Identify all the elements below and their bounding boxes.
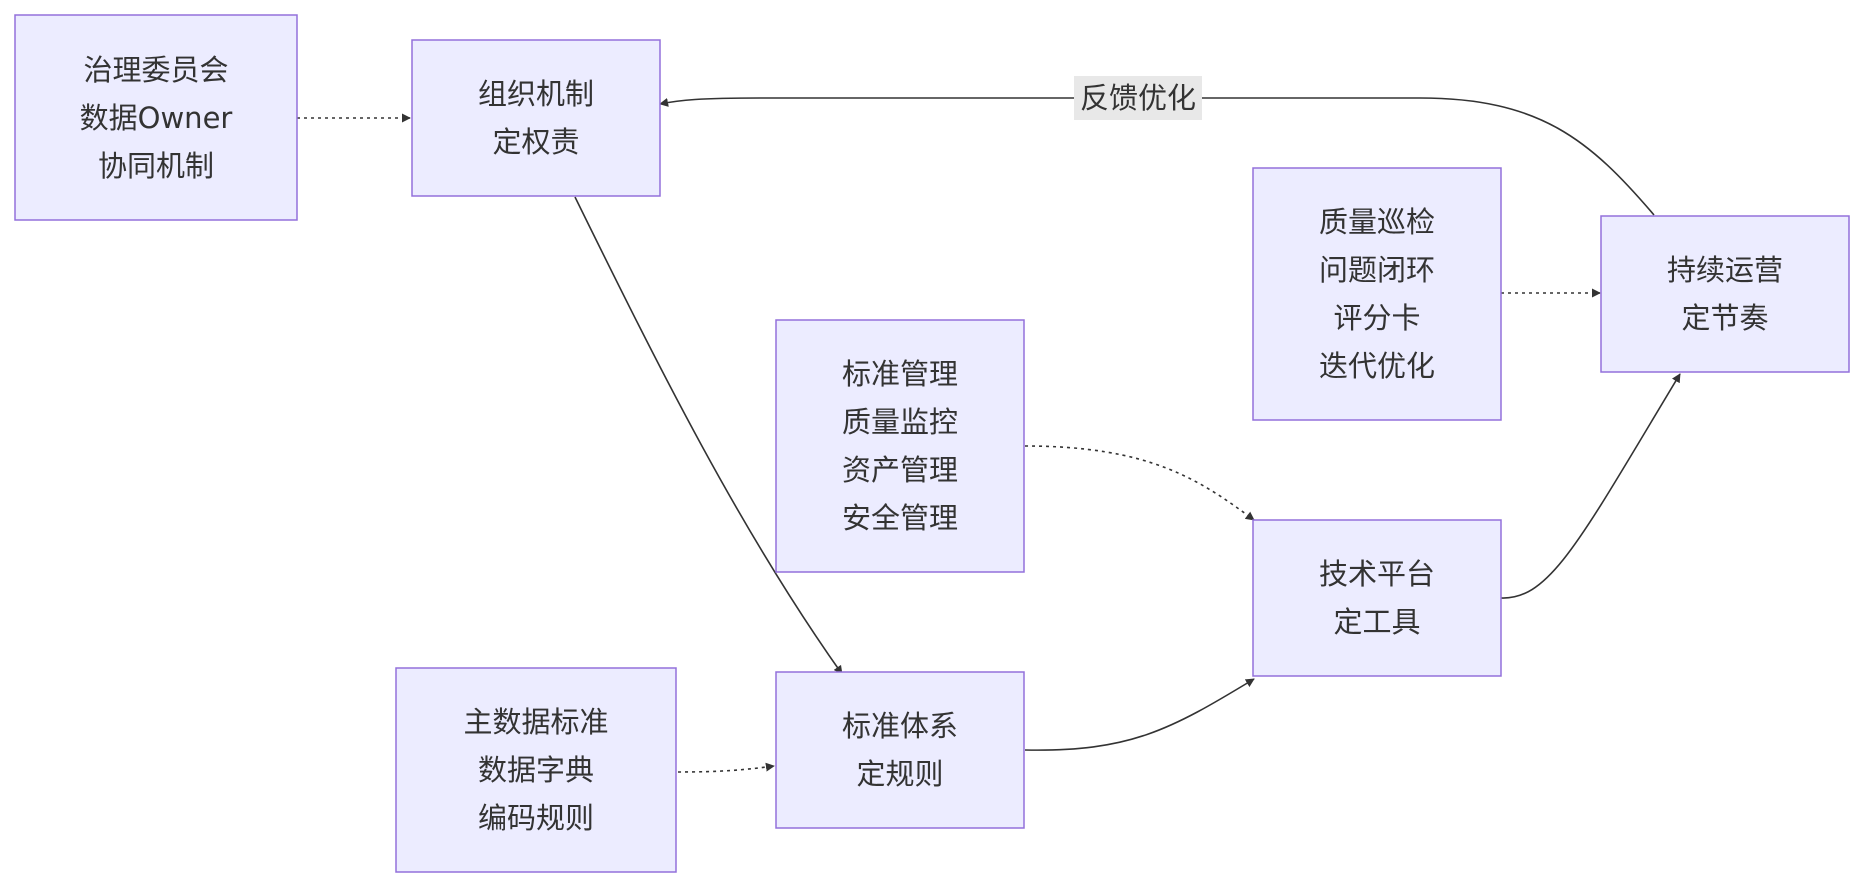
node-quality-line-4: 迭代优化 xyxy=(1319,349,1435,383)
node-std-mgmt-line-2: 质量监控 xyxy=(842,405,958,439)
node-master-data-line-3: 编码规则 xyxy=(478,801,594,835)
node-committee-line-3: 协同机制 xyxy=(98,149,214,183)
node-std-mgmt-line-1: 标准管理 xyxy=(842,357,958,391)
node-master-data: 主数据标准 数据字典 编码规则 xyxy=(395,667,677,873)
node-std-system-line-2: 定规则 xyxy=(856,757,943,791)
edge-label-feedback-text: 反馈优化 xyxy=(1080,81,1196,115)
node-committee-line-2: 数据Owner xyxy=(80,101,233,135)
edge-label-background xyxy=(1074,76,1202,120)
node-tech-line-1: 技术平台 xyxy=(1319,557,1435,591)
node-ops-line-2: 定节奏 xyxy=(1681,301,1768,335)
node-ops-line-1: 持续运营 xyxy=(1667,253,1783,287)
edge-label-feedback: 反馈优化 xyxy=(1074,76,1202,120)
node-quality-line-2: 问题闭环 xyxy=(1319,253,1435,287)
edges: 反馈优化 xyxy=(297,76,1681,773)
edge-std-system-to-tech xyxy=(1024,678,1255,751)
edge-org-to-std-system xyxy=(574,196,843,675)
node-org-line-1: 组织机制 xyxy=(478,77,594,111)
edge-std-mgmt-to-tech xyxy=(1024,445,1255,521)
node-std-mgmt-line-3: 资产管理 xyxy=(842,453,958,487)
node-committee: 治理委员会 数据Owner 协同机制 xyxy=(14,14,298,221)
node-tech: 技术平台 定工具 xyxy=(1252,519,1502,677)
node-std-system: 标准体系 定规则 xyxy=(775,671,1025,829)
node-quality-line-3: 评分卡 xyxy=(1333,301,1420,335)
edge-tech-to-ops xyxy=(1500,373,1681,599)
node-std-mgmt-line-4: 安全管理 xyxy=(842,501,958,535)
node-org-line-2: 定权责 xyxy=(492,125,579,159)
node-std-system-line-1: 标准体系 xyxy=(842,709,958,743)
node-std-mgmt: 标准管理 质量监控 资产管理 安全管理 xyxy=(775,319,1025,573)
node-committee-line-1: 治理委员会 xyxy=(83,53,228,87)
node-tech-line-2: 定工具 xyxy=(1333,605,1420,639)
edge-master-data-to-std-system xyxy=(677,762,775,773)
node-ops: 持续运营 定节奏 xyxy=(1600,215,1850,373)
edge-ops-to-org-feedback xyxy=(659,97,1655,216)
node-quality-line-1: 质量巡检 xyxy=(1319,205,1435,239)
node-master-data-line-2: 数据字典 xyxy=(478,753,594,787)
node-quality: 质量巡检 问题闭环 评分卡 迭代优化 xyxy=(1252,167,1502,421)
node-org: 组织机制 定权责 xyxy=(411,39,661,197)
node-master-data-line-1: 主数据标准 xyxy=(463,705,608,739)
